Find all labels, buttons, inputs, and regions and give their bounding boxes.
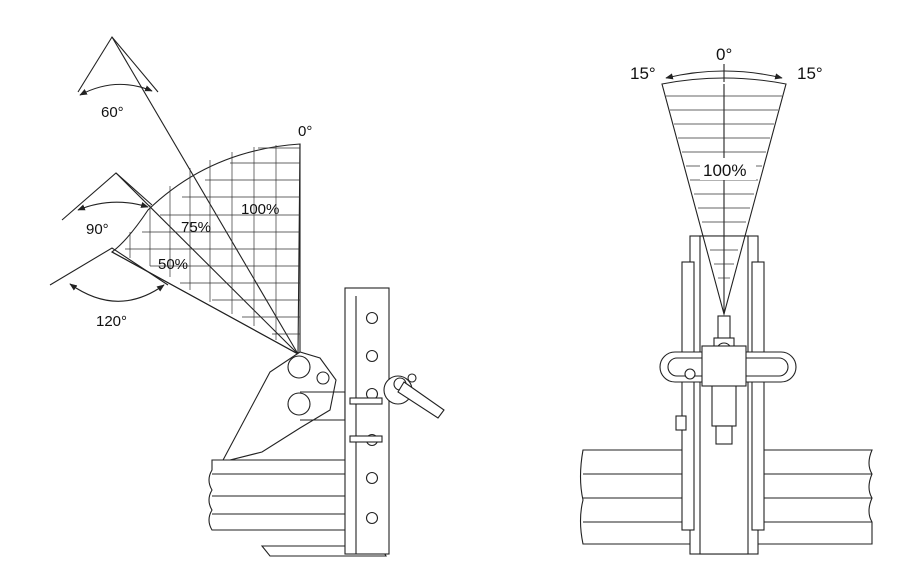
- side-lock-handle: [383, 373, 445, 419]
- front-angle-zero-label: 0°: [716, 45, 732, 64]
- angle-90-label: 90°: [86, 221, 109, 238]
- front-angle-right-label: 15°: [797, 64, 823, 83]
- front-view: 0° 15° 15° 100%: [579, 45, 873, 555]
- load-50-label: 50%: [158, 256, 188, 273]
- angle-120-label: 120°: [96, 313, 127, 330]
- side-swing-arm: [220, 351, 346, 463]
- angle-zero-label: 0°: [298, 123, 312, 140]
- load-100-label: 100%: [241, 201, 279, 218]
- side-load-fan: [110, 36, 301, 355]
- front-pivot-handle: [659, 315, 797, 387]
- front-load-fan: [661, 64, 787, 317]
- side-mast: [344, 287, 390, 555]
- side-view: 60° 90° 120° 0° 100% 75% 50%: [49, 36, 445, 557]
- front-load-100-label: 100%: [703, 161, 746, 180]
- load-75-label: 75%: [181, 219, 211, 236]
- front-load-label-bg: [700, 158, 756, 180]
- front-angle-left-label: 15°: [630, 64, 656, 83]
- angle-60-label: 60°: [101, 104, 124, 121]
- front-mast: [675, 235, 765, 555]
